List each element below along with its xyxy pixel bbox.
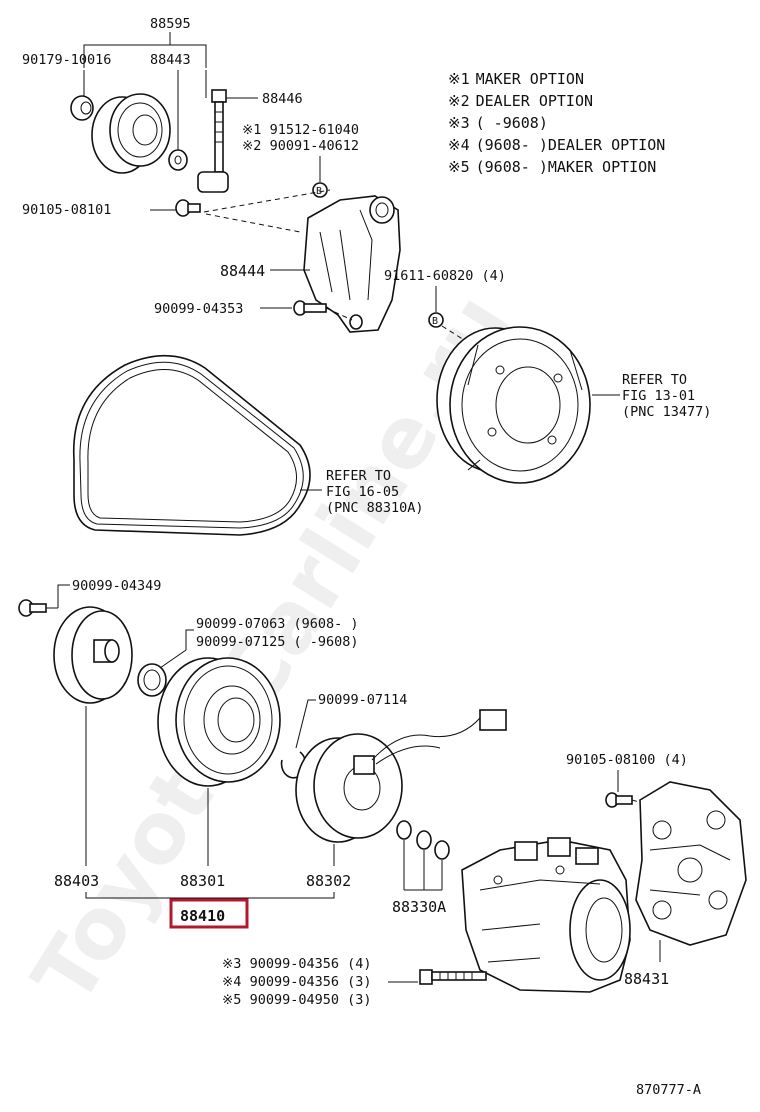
compressor-icon (461, 837, 631, 993)
pressure-plate-icon (53, 606, 133, 704)
option-notes: ※1 MAKER OPTION ※2 DEALER OPTION ※3 ( -9608… (448, 70, 665, 176)
part-label-90099-04950-3[interactable]: ※5 90099-04950 (3) (222, 992, 371, 1008)
refer-line[interactable]: FIG 16-05 (326, 484, 399, 500)
note-mark: ※1 (448, 70, 470, 88)
clutch-rotor-icon (157, 657, 281, 787)
part-label-90099-04356-4[interactable]: ※3 90099-04356 (4) (222, 956, 371, 972)
part-label-88446[interactable]: 88446 (262, 91, 303, 107)
part-label-88302[interactable]: 88302 (306, 872, 351, 890)
compressor-group: ※3 90099-04356 (4) ※4 90099-04356 (3) ※5… (222, 837, 631, 1008)
clutch-group: 90099-04349 90099-07063 (9608- ) 90099-0… (18, 578, 507, 929)
note-mark: ※3 (448, 114, 470, 132)
callout-b: B (316, 186, 322, 197)
part-label-88403[interactable]: 88403 (54, 872, 99, 890)
o-ring-icon (396, 820, 450, 860)
note-text: (9608- )MAKER OPTION (476, 158, 657, 176)
o-ring-group: 88330A (392, 820, 450, 916)
highlight-box (169, 898, 249, 929)
part-label-90099-07125[interactable]: 90099-07125 ( -9608) (196, 634, 359, 650)
part-label-91512-61040[interactable]: ※1 91512-61040 (242, 122, 359, 138)
note-mark: ※5 (448, 158, 470, 176)
part-label-88444[interactable]: 88444 (220, 262, 265, 280)
svg-text:※3( -9608): ※3 ( -9608) (448, 114, 548, 132)
clutch-bolt-icon (18, 599, 47, 617)
note-mark: ※4 (448, 136, 470, 154)
field-coil-icon (295, 709, 507, 843)
refer-line[interactable]: REFER TO (622, 372, 687, 388)
mounting-bolt-icon (419, 969, 487, 985)
part-label-91611-60820[interactable]: 91611-60820 (4) (384, 268, 506, 284)
refer-line[interactable]: (PNC 88310A) (326, 500, 424, 516)
crank-pulley-group: 91611-60820 (4) B REFER TO FIG 13-01 (PN… (384, 268, 711, 484)
svg-text:※5(9608- )MAKER OPTION: ※5 (9608- )MAKER OPTION (448, 158, 656, 176)
part-label-90099-07063[interactable]: 90099-07063 (9608- ) (196, 616, 359, 632)
crank-pulley-icon (436, 326, 591, 484)
note-mark: ※2 (448, 92, 470, 110)
part-label-88431[interactable]: 88431 (624, 970, 669, 988)
compressor-bracket-group: 90105-08100 (4) 88431 (566, 752, 747, 988)
note-text: (9608- )DEALER OPTION (476, 136, 666, 154)
idler-pulley-icon (91, 93, 171, 174)
refer-line[interactable]: REFER TO (326, 468, 391, 484)
idler-pulley-group: 88595 90179-10016 88443 88446 (22, 16, 359, 233)
part-label-90105-08101[interactable]: 90105-08101 (22, 202, 111, 218)
part-label-90105-08100[interactable]: 90105-08100 (4) (566, 752, 688, 768)
part-label-90099-04353[interactable]: 90099-04353 (154, 301, 243, 317)
part-label-88330a[interactable]: 88330A (392, 898, 446, 916)
part-label-90099-04349[interactable]: 90099-04349 (72, 578, 161, 594)
note-text: MAKER OPTION (476, 70, 584, 88)
shim-ring-icon (137, 663, 167, 697)
svg-text:※4(9608- )DEALER OPTION: ※4 (9608- )DEALER OPTION (448, 136, 665, 154)
v-belt-icon (72, 354, 311, 536)
small-bolt-icon (175, 199, 201, 217)
washer-icon (168, 149, 188, 171)
part-label-90179-10016[interactable]: 90179-10016 (22, 52, 111, 68)
part-label-90099-07114[interactable]: 90099-07114 (318, 692, 407, 708)
refer-line[interactable]: (PNC 13477) (622, 404, 711, 420)
note-text: DEALER OPTION (476, 92, 593, 110)
part-label-88301[interactable]: 88301 (180, 872, 225, 890)
figure-id: 870777-A (636, 1082, 701, 1098)
long-bolt-icon (211, 89, 227, 173)
spacer-icon (197, 171, 229, 193)
note-text: ( -9608) (476, 114, 548, 132)
part-label-88443[interactable]: 88443 (150, 52, 191, 68)
v-belt-group: REFER TO FIG 16-05 (PNC 88310A) (72, 354, 424, 536)
refer-line[interactable]: FIG 13-01 (622, 388, 695, 404)
bracket-bolt-icon (605, 792, 633, 808)
callout-b: B (432, 316, 438, 327)
bracket-88431-icon (635, 781, 747, 946)
part-label-88595[interactable]: 88595 (150, 16, 191, 32)
part-label-88410[interactable]: 88410 (180, 907, 225, 925)
part-label-90091-40612[interactable]: ※2 90091-40612 (242, 138, 359, 154)
cap-nut-icon (70, 95, 94, 121)
part-label-90099-04356-3[interactable]: ※4 90099-04356 (3) (222, 974, 371, 990)
bracket-88444: 88444 90099-04353 (154, 195, 401, 333)
